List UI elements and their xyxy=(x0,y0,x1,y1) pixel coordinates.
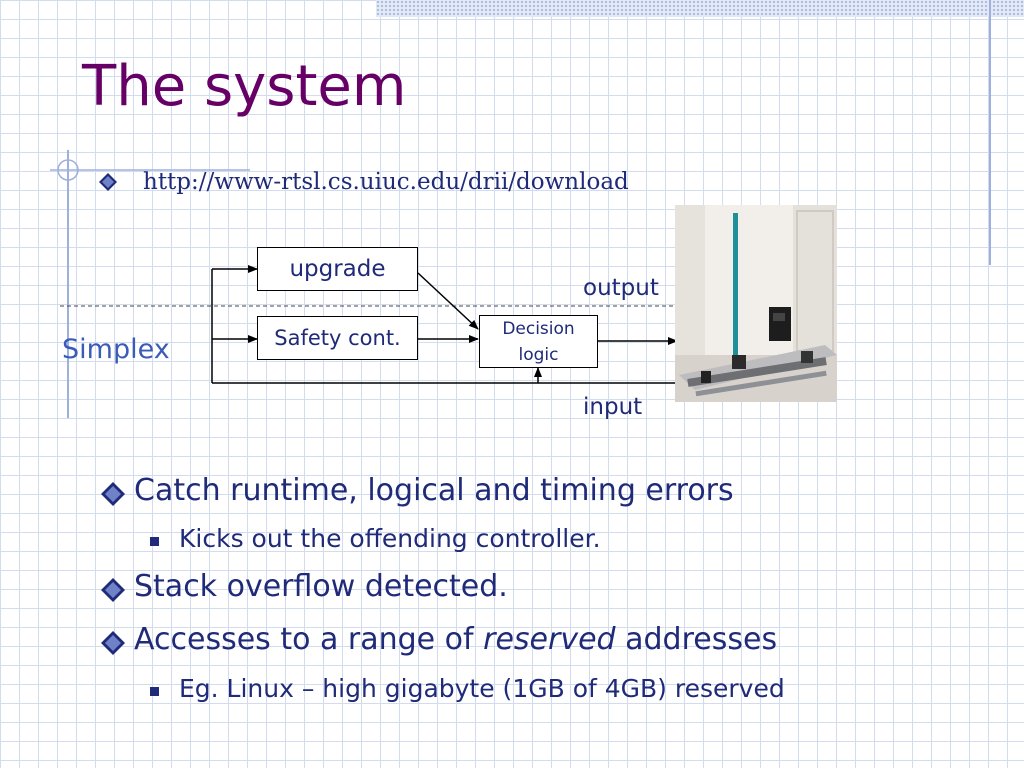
upgrade-controller-box: upgrade xyxy=(257,247,418,291)
download-link[interactable]: http://www-rtsl.cs.uiuc.edu/drii/downloa… xyxy=(143,169,629,195)
simplex-label: Simplex xyxy=(62,334,170,365)
input-label: input xyxy=(583,394,643,420)
diamond-bullet-icon xyxy=(101,482,125,506)
square-bullet-icon xyxy=(150,537,159,546)
decision-logic-box: Decision logic xyxy=(479,315,598,368)
decision-line-1: Decision xyxy=(502,319,575,339)
inverted-pendulum-photo xyxy=(675,205,837,402)
bullet-text-emphasis: reserved xyxy=(483,622,616,657)
output-label: output xyxy=(583,275,659,301)
slide-title: The system xyxy=(82,54,407,119)
top-decor-band xyxy=(376,0,1024,17)
bullet-text: Stack overflow detected. xyxy=(134,569,508,604)
decision-line-2: logic xyxy=(518,345,559,365)
bullet-text-post: addresses xyxy=(615,622,778,657)
diamond-bullet-icon xyxy=(99,173,117,191)
bullet-text: Catch runtime, logical and timing errors xyxy=(134,473,734,508)
square-bullet-icon xyxy=(150,687,159,696)
arrow-upgrade-to-decision xyxy=(417,272,479,330)
corner-decoration xyxy=(50,150,250,418)
diamond-bullet-icon xyxy=(101,578,125,602)
sub-bullet-text: Kicks out the offending controller. xyxy=(179,524,601,553)
diamond-bullet-icon xyxy=(101,631,125,655)
right-decor-line xyxy=(989,0,991,265)
bullet-text: Accesses to a range of reserved addresse… xyxy=(134,622,777,657)
safety-controller-box: Safety cont. xyxy=(257,316,418,360)
bullet-text-pre: Accesses to a range of xyxy=(134,622,484,657)
sub-bullet-text: Eg. Linux – high gigabyte (1GB of 4GB) r… xyxy=(179,674,785,703)
